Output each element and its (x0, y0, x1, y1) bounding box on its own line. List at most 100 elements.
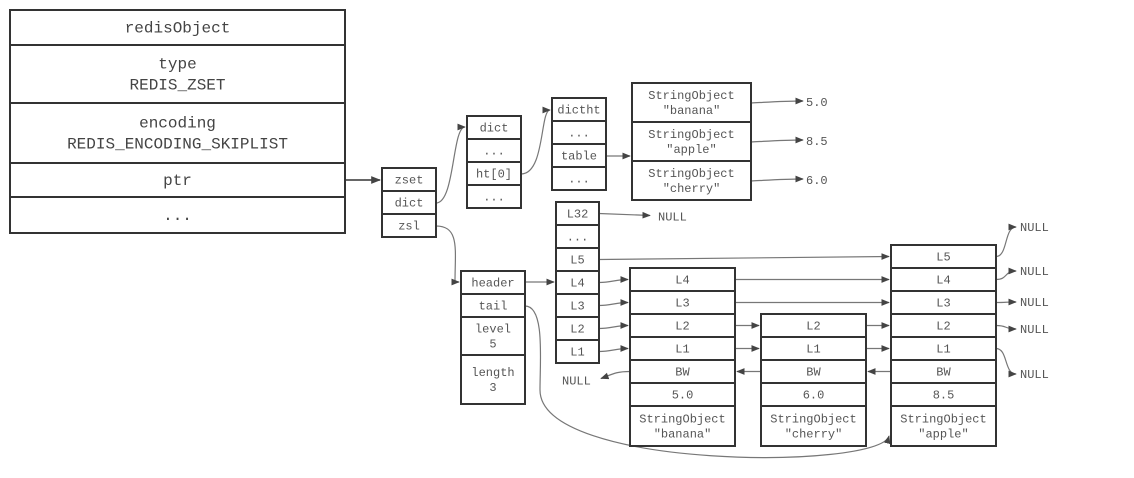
node-level-text: L3 (675, 297, 689, 311)
zset-field-dict: dict (381, 190, 437, 215)
ht0-pointer-arrow (520, 106, 551, 175)
dict-field-0: dict (466, 115, 522, 140)
zset-field-zsl-border (381, 213, 437, 238)
redis-object-ptr-border (9, 162, 346, 198)
node-object: StringObject"apple" (890, 405, 997, 447)
node-object-border (760, 405, 867, 447)
redis-object-title: redisObject (9, 9, 346, 46)
zskiplist-field-level-text: 5 (489, 338, 496, 352)
node-score: 5.0 (629, 382, 736, 407)
redis-object-more-border (9, 196, 346, 234)
dict-field-3-border (466, 184, 522, 209)
redis-object-title-text: redisObject (125, 20, 231, 38)
dictht-field-3: ... (551, 166, 607, 191)
node-level: L2 (629, 313, 736, 338)
node-object-border (629, 405, 736, 447)
node-level: L4 (890, 267, 997, 292)
zset-field-zset-text: zset (395, 174, 424, 188)
node-object-text: StringObject (900, 413, 986, 427)
header-level-6-border (555, 339, 600, 364)
node-level: L2 (890, 313, 997, 338)
node-object-text: StringObject (770, 413, 856, 427)
node-object: StringObject"cherry" (760, 405, 867, 447)
dict-entry-key-text: StringObject (648, 128, 734, 142)
score-arrow (750, 136, 804, 144)
null-label: NULL (1020, 323, 1049, 337)
node-level-text: L4 (936, 274, 950, 288)
n3-l2-null-arrow (995, 324, 1017, 333)
redis-object-encoding-text: REDIS_ENCODING_SKIPLIST (67, 136, 288, 154)
redis-object-more: ... (9, 196, 346, 234)
dictht-field-3-text: ... (568, 173, 590, 187)
dict-entry-key-border (631, 160, 752, 201)
tail-pointer-arrow (524, 305, 891, 459)
dict-entry-key-text: StringObject (648, 167, 734, 181)
null-label: NULL (1020, 265, 1049, 279)
header-l2-arrow (598, 322, 629, 330)
zsl-pointer-arrow (435, 225, 460, 286)
zskiplist-field-level-text: level (475, 323, 511, 337)
node-level: L5 (890, 244, 997, 269)
header-level-5-text: L2 (570, 323, 584, 337)
null-label: NULL (1020, 296, 1049, 310)
score-arrow (750, 97, 804, 105)
dict-entry-score: 5.0 (806, 96, 828, 110)
dict-field-2-text: ht[0] (476, 168, 512, 182)
zskiplist-field-length-border (460, 354, 526, 405)
header-level-3: L4 (555, 270, 600, 295)
node-backward: BW (629, 359, 736, 384)
header-level-6-text: L1 (570, 346, 584, 360)
header-l32-arrow (598, 211, 651, 219)
header-level-2-text: L5 (570, 254, 584, 268)
pointer-arrows (345, 97, 1017, 459)
n1-bw-arrow (600, 370, 631, 380)
node-level: L1 (890, 336, 997, 361)
zskiplist-field-tail: tail (460, 293, 526, 318)
node-backward-text: BW (675, 366, 690, 380)
node-score-text: 6.0 (803, 389, 825, 403)
node-object-text: StringObject (639, 413, 725, 427)
dict-entry-key: StringObject"apple" (631, 121, 752, 162)
node-backward-text: BW (806, 366, 821, 380)
dict-entry-key-text: "apple" (666, 143, 716, 157)
dictht-field-2: table (551, 143, 607, 168)
null-label: NULL (562, 375, 591, 389)
header-l1-arrow (598, 345, 629, 353)
node-backward: BW (890, 359, 997, 384)
node-object-text: "banana" (654, 428, 712, 442)
header-level-0-text: L32 (567, 208, 589, 222)
dict-field-1: ... (466, 138, 522, 163)
redis-object-ptr: ptr (9, 162, 346, 198)
redis-object-title-border (9, 9, 346, 46)
node-level-text: L2 (675, 320, 689, 334)
dictht-field-3-border (551, 166, 607, 191)
zskiplist-field-header: header (460, 270, 526, 295)
redis-object-ptr-text: ptr (163, 172, 192, 190)
zskiplist-field-header-text: header (471, 277, 514, 291)
dict-entry-score: 6.0 (806, 174, 828, 188)
dict-entry-key-text: "cherry" (663, 182, 721, 196)
n3-l3-null-arrow (995, 298, 1017, 306)
zskiplist-field-length-text: length (471, 366, 514, 380)
dict-entry-key-text: "banana" (663, 104, 721, 118)
null-label: NULL (1020, 221, 1049, 235)
score-arrow (750, 175, 804, 183)
dict-entry-key-border (631, 82, 752, 123)
node-object-text: "apple" (918, 428, 968, 442)
node-level-text: L1 (806, 343, 820, 357)
node-level-text: L3 (936, 297, 950, 311)
header-level-1: ... (555, 224, 600, 249)
dictht-field-0: dictht (551, 97, 607, 122)
dictht-field-2-text: table (561, 150, 597, 164)
header-level-0: L32 (555, 201, 600, 226)
header-level-4-text: L3 (570, 300, 584, 314)
dictht-field-1-text: ... (568, 127, 590, 141)
node-level-text: L2 (806, 320, 820, 334)
node-level-text: L2 (936, 320, 950, 334)
header-level-2: L5 (555, 247, 600, 272)
header-l4-arrow (598, 276, 629, 284)
